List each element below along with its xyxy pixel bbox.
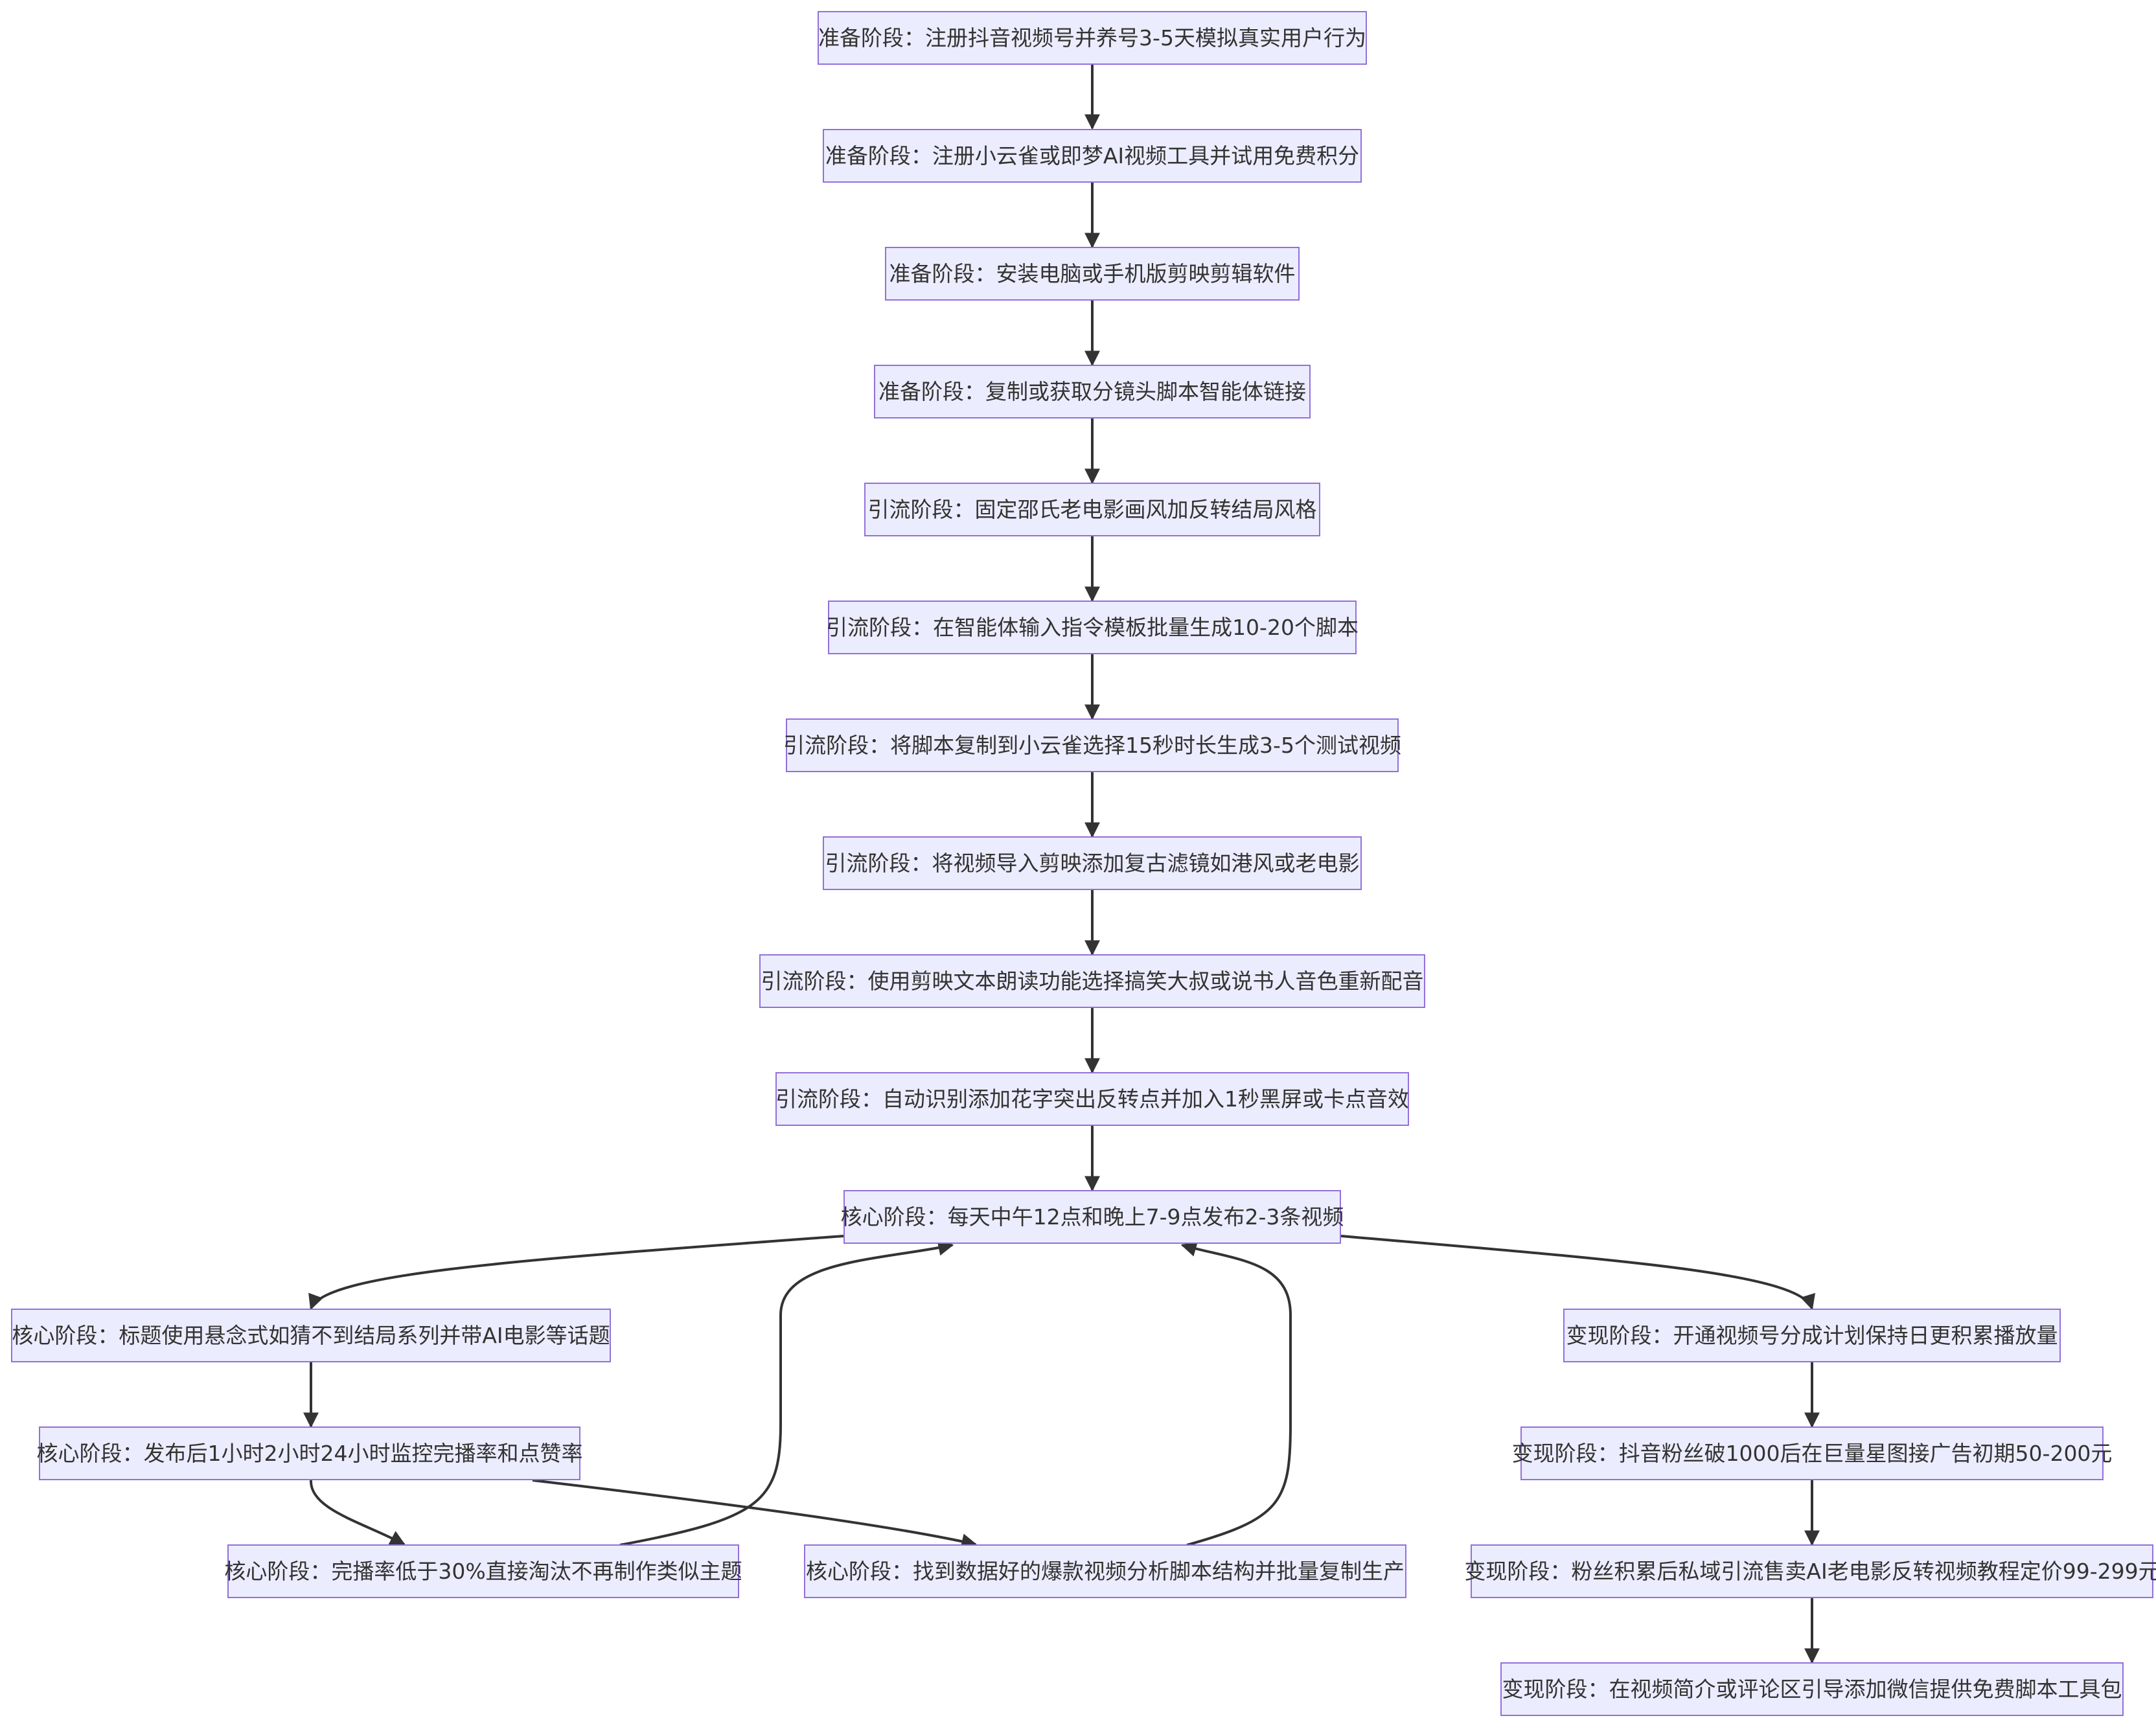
edge-core1-core2 — [308, 1235, 844, 1311]
node-traffic-captions: 引流阶段：自动识别添加花字突出反转点并加入1秒黑屏或卡点音效 — [775, 1072, 1409, 1126]
edge-core3-core4 — [309, 1480, 406, 1546]
edge-core4-core1 — [619, 1240, 954, 1546]
node-traffic-retro-filter: 引流阶段：将视频导入剪映添加复古滤镜如港风或老电影 — [823, 836, 1362, 890]
node-core-publish-schedule: 核心阶段：每天中午12点和晚上7-9点发布2-3条视频 — [841, 1190, 1344, 1244]
node-prep-register-ai-tool: 准备阶段：注册小云雀或即梦AI视频工具并试用免费积分 — [823, 129, 1362, 183]
node-traffic-test-videos: 引流阶段：将脚本复制到小云雀选择15秒时长生成3-5个测试视频 — [783, 718, 1401, 772]
node-prep-register-account: 准备阶段：注册抖音视频号并养号3-5天模拟真实用户行为 — [818, 11, 1367, 65]
node-monetize-revenue-share: 变现阶段：开通视频号分成计划保持日更积累播放量 — [1563, 1309, 2061, 1362]
node-prep-script-agent: 准备阶段：复制或获取分镜头脚本智能体链接 — [874, 365, 1311, 418]
node-monetize-wechat: 变现阶段：在视频简介或评论区引导添加微信提供免费脚本工具包 — [1500, 1662, 2124, 1716]
node-monetize-course: 变现阶段：粉丝积累后私域引流售卖AI老电影反转视频教程定价99-299元 — [1464, 1544, 2156, 1598]
node-traffic-voiceover: 引流阶段：使用剪映文本朗读功能选择搞笑大叔或说书人音色重新配音 — [759, 954, 1425, 1008]
node-traffic-style: 引流阶段：固定邵氏老电影画风加反转结局风格 — [864, 483, 1320, 536]
node-prep-install-editor: 准备阶段：安装电脑或手机版剪映剪辑软件 — [885, 247, 1300, 301]
node-monetize-ads: 变现阶段：抖音粉丝破1000后在巨量星图接广告初期50-200元 — [1512, 1426, 2112, 1480]
node-core-monitor: 核心阶段：发布后1小时2小时24小时监控完播率和点赞率 — [37, 1426, 583, 1480]
edge-core5-core1 — [1180, 1241, 1292, 1546]
node-traffic-batch-scripts: 引流阶段：在智能体输入指令模板批量生成10-20个脚本 — [826, 601, 1359, 654]
node-core-title: 核心阶段：标题使用悬念式如猜不到结局系列并带AI电影等话题 — [11, 1309, 611, 1362]
edge-core3-core5 — [532, 1479, 978, 1549]
edge-core1-monetize1 — [1340, 1235, 1815, 1311]
node-core-eliminate: 核心阶段：完播率低于30%直接淘汰不再制作类似主题 — [224, 1544, 742, 1598]
node-core-replicate: 核心阶段：找到数据好的爆款视频分析脚本结构并批量复制生产 — [804, 1544, 1406, 1598]
